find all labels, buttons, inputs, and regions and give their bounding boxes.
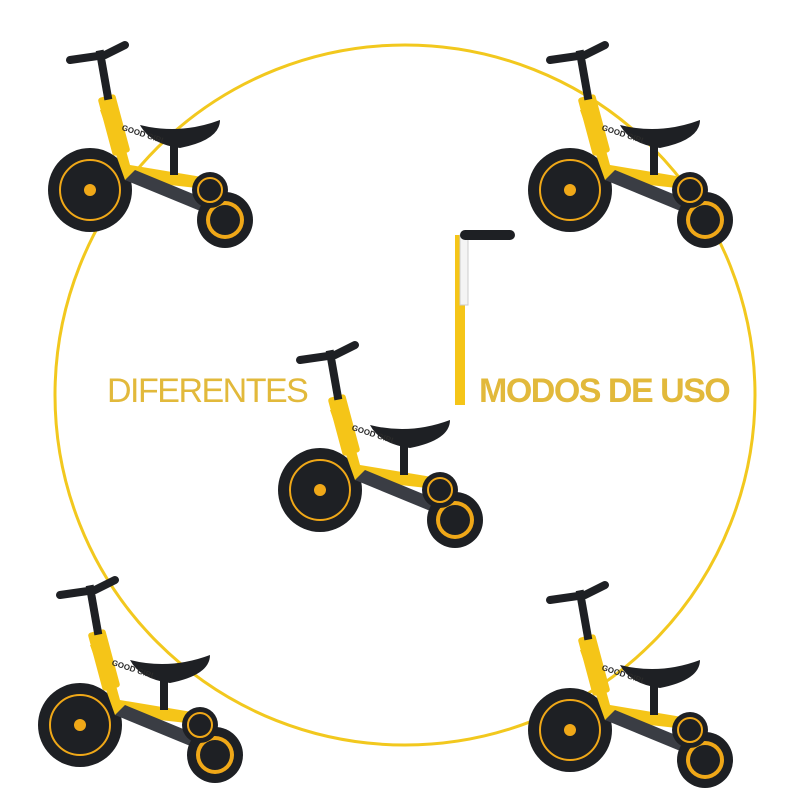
caption-right: MODOS DE USO <box>479 372 731 410</box>
tricycle-top-left <box>48 45 253 248</box>
tricycle-bottom-left <box>38 580 243 783</box>
tricycle-bottom-right <box>528 585 733 788</box>
tricycle-top-right <box>528 45 733 248</box>
caption-left: DIFERENTES <box>107 372 309 410</box>
balance-bike-center <box>278 230 515 548</box>
